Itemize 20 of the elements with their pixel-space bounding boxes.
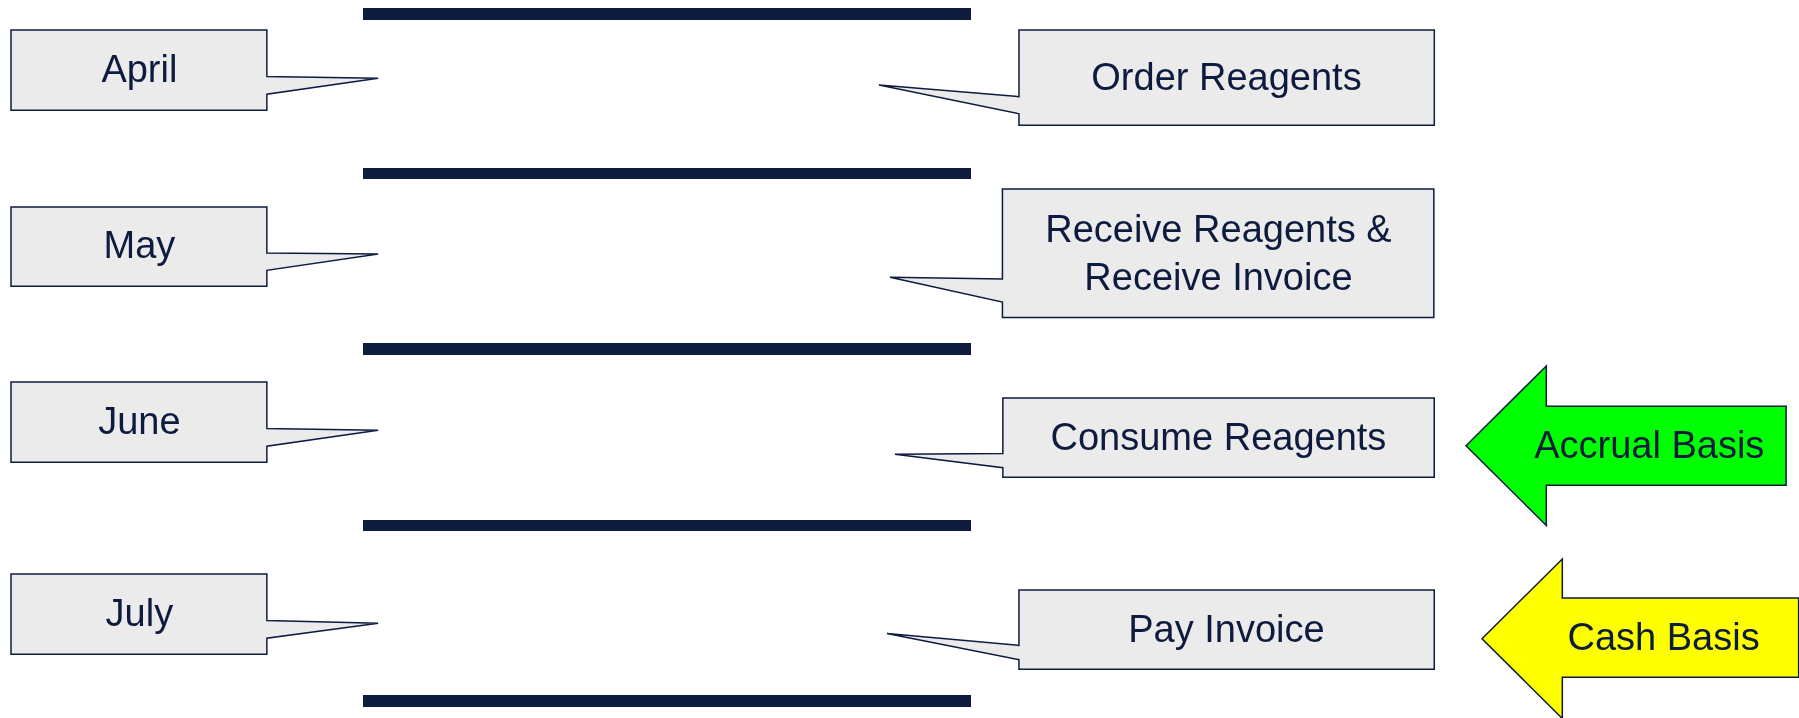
arrow-label: Accrual Basis: [1534, 422, 1765, 468]
callout-text: June: [98, 399, 181, 445]
callout-box: [11, 382, 379, 463]
callout-box: [11, 206, 379, 286]
callout-text: Consume Reagents: [1050, 414, 1387, 460]
callout-text: April: [101, 47, 178, 93]
callout-box: [886, 589, 1435, 669]
pointer-banner: [1482, 558, 1799, 718]
pointer-banner: [1466, 366, 1787, 526]
callout-text: May: [103, 223, 176, 269]
callout-box: [11, 573, 379, 654]
callout-box: [894, 398, 1435, 478]
callout-text: July: [105, 591, 174, 637]
callout-box: [890, 189, 1435, 318]
arrow-label: Cash Basis: [1567, 614, 1760, 660]
callout-text: Receive Reagents & Receive Invoice: [1044, 207, 1393, 300]
callout-text: Order Reagents: [1091, 54, 1362, 100]
callout-box: [11, 29, 379, 111]
callout-box: [878, 29, 1435, 126]
callout-text: Pay Invoice: [1128, 606, 1325, 652]
